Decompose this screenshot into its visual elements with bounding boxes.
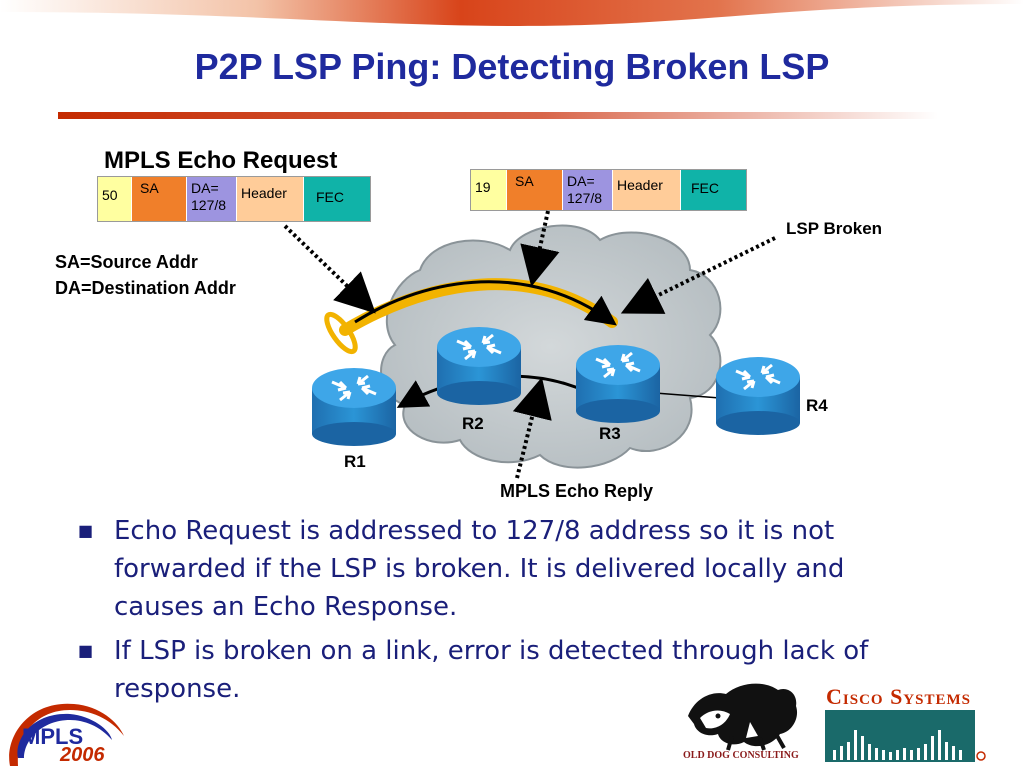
packet-fec-field: FEC <box>304 177 370 221</box>
packet-echo-request: 50 SA DA= 127/8 Header FEC <box>97 176 371 222</box>
pointer-echo-reply <box>512 377 552 479</box>
lsp-broken-label: LSP Broken <box>786 219 883 238</box>
router-r2-icon <box>437 327 521 405</box>
router-r3-label: R3 <box>599 424 621 443</box>
bullet-list: ■ Echo Request is addressed to 127/8 add… <box>78 512 938 714</box>
packet-fec-field: FEC <box>681 170 746 210</box>
mpls-logo-text: MPLS <box>22 724 84 749</box>
network-diagram <box>283 210 800 479</box>
legend-da: DA=Destination Addr <box>55 278 236 298</box>
packet-da-field: DA= 127/8 <box>187 177 237 221</box>
r3-r4-link <box>654 392 721 399</box>
title-underline <box>58 112 938 119</box>
pointer-packet1 <box>283 224 376 314</box>
old-dog-text: OLD DOG CONSULTING <box>683 750 799 761</box>
mpls-2006-logo <box>9 703 124 766</box>
router-r1-icon <box>312 368 396 446</box>
top-banner <box>0 0 1024 26</box>
old-dog-logo <box>688 683 798 751</box>
mpls-logo-year: 2006 <box>60 744 105 766</box>
lsp-end-cap <box>324 311 358 355</box>
packet-header-field: Header <box>237 177 304 221</box>
echo-request-arrow <box>354 280 617 326</box>
echo-reply-label: MPLS Echo Reply <box>500 481 654 501</box>
packet-sa-field: SA <box>132 177 187 221</box>
bullet-item: ■ If LSP is broken on a link, error is d… <box>78 632 938 708</box>
bullet-square-icon: ■ <box>78 521 94 540</box>
router-r4-icon <box>716 357 800 435</box>
packet-sa-field: SA <box>507 170 563 210</box>
cisco-bars-logo <box>825 710 986 762</box>
cisco-logo-text: Cisco Systems <box>826 684 971 709</box>
packet-header-field: Header <box>613 170 681 210</box>
bullet-item: ■ Echo Request is addressed to 127/8 add… <box>78 512 938 626</box>
packet-label-field: 50 <box>98 177 132 221</box>
mpls-cloud <box>380 224 722 469</box>
router-r1-label: R1 <box>344 452 366 471</box>
bullet-square-icon: ■ <box>78 641 94 660</box>
packet-at-r3: 19 SA DA= 127/8 Header FEC <box>470 169 747 211</box>
router-r3-icon <box>576 345 660 423</box>
packet-da-field: DA= 127/8 <box>563 170 613 210</box>
router-r2-label: R2 <box>462 414 484 433</box>
page-title: P2P LSP Ping: Detecting Broken LSP <box>194 46 830 87</box>
echo-request-label: MPLS Echo Request <box>104 147 338 174</box>
packet-label-field: 19 <box>471 170 507 210</box>
legend-sa: SA=Source Addr <box>55 252 198 272</box>
router-r4-label: R4 <box>806 396 828 415</box>
